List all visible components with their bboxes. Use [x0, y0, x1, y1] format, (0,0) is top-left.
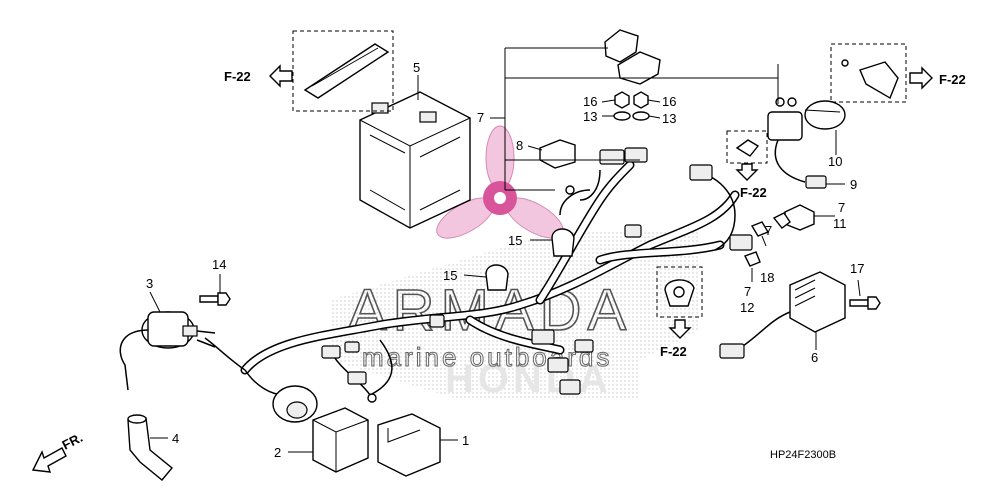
ref-arrow-left-top: [269, 64, 293, 88]
callout-11: 11: [833, 216, 847, 231]
dotted-shading: [330, 230, 700, 400]
callout-4: 4: [172, 431, 179, 446]
regulator-rectifier-part-6: [719, 271, 846, 359]
callout-13-left: 13: [583, 109, 597, 124]
callout-15-lower: 15: [443, 268, 457, 283]
coupler-round: [272, 385, 318, 423]
bolt-part-17: [849, 296, 881, 310]
fuse-part-12: [744, 251, 761, 267]
callout-5: 5: [413, 60, 420, 75]
callout-9: 9: [850, 177, 857, 192]
ignition-coil-part-3: [119, 311, 216, 391]
battery-strap-box: [292, 30, 394, 112]
callout-2: 2: [274, 445, 281, 460]
harness-band-part-15-a: [551, 228, 575, 257]
watermark-honda: HONDA: [445, 357, 612, 401]
cdi-unit-part-2: [312, 407, 369, 473]
callout-6: 6: [811, 350, 818, 365]
callout-16-left: 16: [583, 94, 597, 109]
ref-label-f22-lower: F-22: [660, 344, 687, 359]
ref-arrow-down-mid: [735, 163, 759, 181]
callout-7-fuse: 7: [765, 223, 772, 238]
leader-lines: [149, 47, 861, 453]
callout-13-right: 13: [662, 111, 676, 126]
diagram-code: HP24F2300B: [770, 449, 836, 461]
callout-7-right: 7: [838, 200, 845, 215]
main-wire-harness: [204, 160, 740, 396]
nut-washer-parts: [613, 91, 650, 121]
callout-12: 12: [740, 300, 754, 315]
callout-18: 18: [760, 270, 774, 285]
harness-band-part-15-b: [485, 264, 509, 291]
callout-14: 14: [212, 257, 226, 272]
ref-label-f22-left: F-22: [224, 69, 251, 84]
battery-part-5: [359, 91, 471, 229]
callout-7-lower: 7: [744, 284, 751, 299]
sensor-bracket-f22: [656, 266, 703, 318]
ref-arrow-down-lower: [668, 319, 692, 339]
front-direction-arrow: [31, 447, 67, 473]
cdi-cover-part-1: [377, 413, 441, 477]
ref-label-f22-mid: F-22: [740, 185, 767, 200]
ref-arrow-right-top: [909, 66, 933, 90]
spark-plug-cap-part-4: [127, 414, 173, 481]
ref-label-f22-right: F-22: [939, 72, 966, 87]
starter-relay-part-10: [767, 97, 846, 189]
bolt-part-14: [199, 292, 231, 306]
callout-16-right: 16: [662, 94, 676, 109]
clip-box-f22: [726, 130, 768, 164]
fuse-part-18: [750, 221, 770, 237]
callout-15-upper: 15: [508, 233, 522, 248]
callout-17: 17: [850, 261, 864, 276]
callout-8: 8: [516, 138, 523, 153]
harness-connectors: [321, 147, 753, 403]
callout-10: 10: [828, 154, 842, 169]
relay-bracket-box: [830, 43, 907, 103]
callout-7-main: 7: [477, 110, 484, 125]
callout-3: 3: [146, 276, 153, 291]
terminal-cover-part-8: [539, 139, 576, 169]
fuse-holder-part-11: [772, 204, 815, 231]
terminal-caps-top: [604, 29, 661, 85]
callout-1: 1: [462, 433, 469, 448]
